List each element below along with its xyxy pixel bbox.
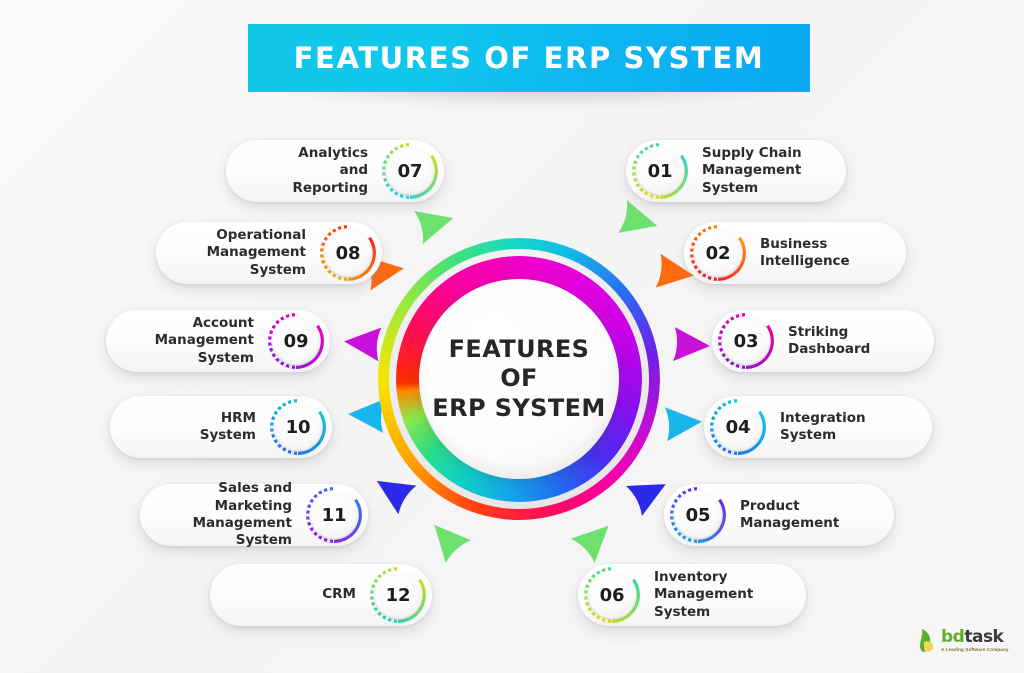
logo-brand: bdtask <box>941 629 1009 646</box>
feature-badge-09: 09 <box>268 313 324 369</box>
feature-badge-08: 08 <box>320 225 376 281</box>
badge-disc: 05 <box>675 492 721 538</box>
leaf-icon <box>920 629 934 652</box>
center-wheel: FEATURES OF ERP SYSTEM <box>378 238 660 520</box>
feature-badge-07: 07 <box>382 143 438 199</box>
badge-disc: 07 <box>387 148 433 194</box>
logo-brand-first: bd <box>941 627 965 648</box>
badge-number: 11 <box>321 504 347 526</box>
badge-disc: 10 <box>275 404 321 450</box>
feature-card-12[interactable]: 12 CRM <box>210 564 432 626</box>
feature-badge-04: 04 <box>710 399 766 455</box>
feature-label: CRM <box>322 586 356 603</box>
badge-number: 02 <box>705 242 731 264</box>
feature-badge-03: 03 <box>718 313 774 369</box>
badge-number: 09 <box>283 330 309 352</box>
badge-number: 10 <box>285 416 311 438</box>
feature-badge-02: 02 <box>690 225 746 281</box>
badge-disc: 06 <box>589 572 635 618</box>
badge-disc: 01 <box>637 148 683 194</box>
arrow-cyan-left <box>343 391 391 439</box>
badge-disc: 02 <box>695 230 741 276</box>
logo-text: bdtask A Leading Software Company <box>941 629 1009 653</box>
bdtask-logo: bdtask A Leading Software Company <box>918 624 1014 658</box>
center-title-line3: ERP SYSTEM <box>432 393 606 422</box>
badge-disc: 08 <box>325 230 371 276</box>
page-title: FEATURES OF ERP SYSTEM <box>293 41 765 75</box>
banner-bar: FEATURES OF ERP SYSTEM <box>248 24 810 92</box>
badge-disc: 09 <box>273 318 319 364</box>
arrow-green-lower-right <box>562 506 627 571</box>
badge-disc: 11 <box>311 492 357 538</box>
logo-brand-second: task <box>964 627 1004 648</box>
badge-number: 12 <box>385 584 411 606</box>
title-banner: FEATURES OF ERP SYSTEM <box>248 24 810 106</box>
badge-number: 01 <box>647 160 673 182</box>
badge-disc: 04 <box>715 404 761 450</box>
arrow-orange-right <box>649 247 701 299</box>
logo-tagline: A Leading Software Company <box>941 647 1009 653</box>
badge-number: 08 <box>335 242 361 264</box>
arrow-green-upper-right <box>611 193 667 249</box>
arrow-magenta-right <box>667 321 715 369</box>
feature-badge-12: 12 <box>370 567 426 623</box>
feature-badge-05: 05 <box>670 487 726 543</box>
center-title-line2: OF <box>500 364 538 393</box>
center-title-line1: FEATURES <box>448 335 590 364</box>
feature-badge-06: 06 <box>584 567 640 623</box>
center-hub: FEATURES OF ERP SYSTEM <box>419 279 619 479</box>
arrow-blue-lower-right <box>618 462 680 524</box>
feature-badge-10: 10 <box>270 399 326 455</box>
badge-number: 04 <box>725 416 751 438</box>
badge-number: 05 <box>685 504 711 526</box>
arrow-cyan-right <box>658 398 707 447</box>
badge-disc: 03 <box>723 318 769 364</box>
badge-disc: 12 <box>375 572 421 618</box>
feature-badge-01: 01 <box>632 143 688 199</box>
feature-badge-11: 11 <box>306 487 362 543</box>
arrow-green-upper-left <box>407 195 463 251</box>
arrow-green-lower-left <box>415 507 480 572</box>
badge-number: 03 <box>733 330 759 352</box>
arrow-magenta-left <box>338 318 388 368</box>
arrow-blue-lower-left <box>361 459 424 522</box>
badge-number: 06 <box>599 584 625 606</box>
badge-number: 07 <box>397 160 423 182</box>
